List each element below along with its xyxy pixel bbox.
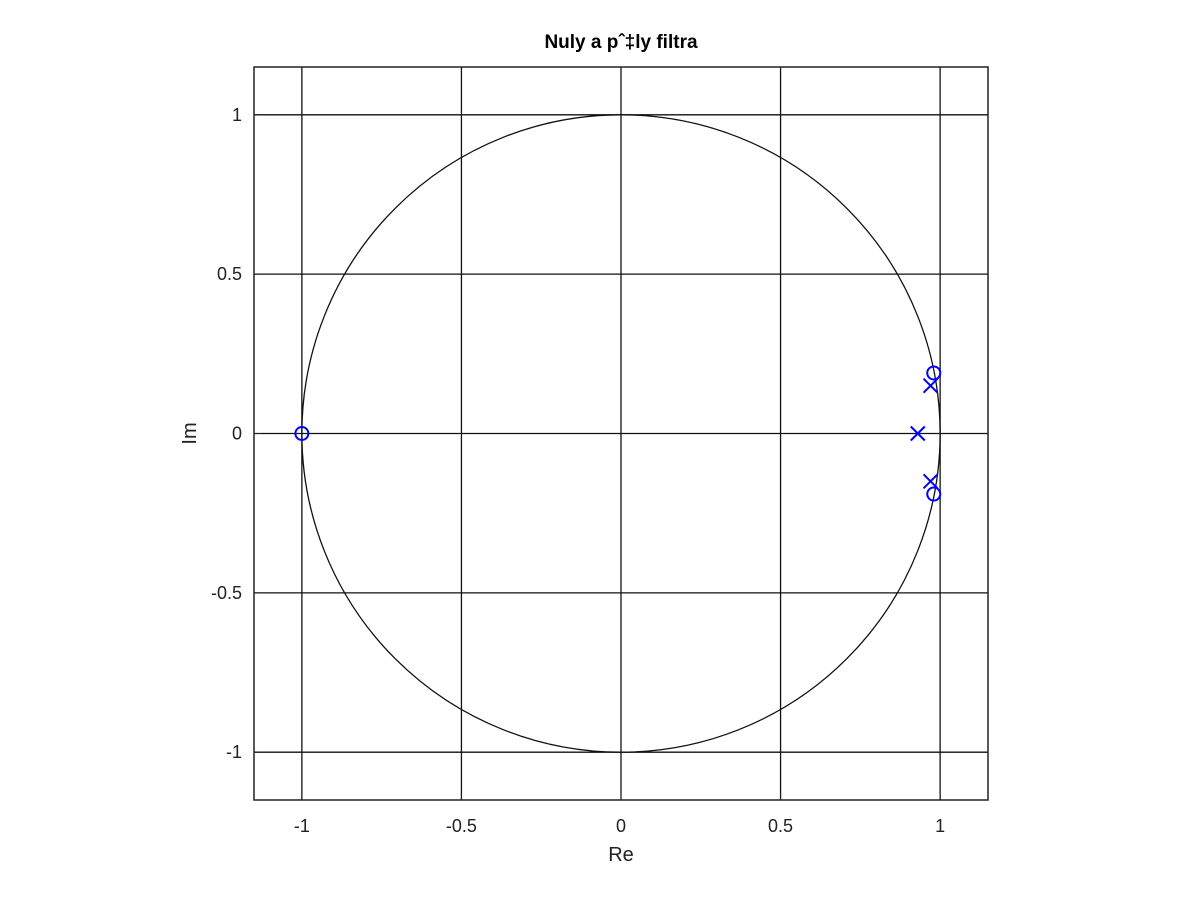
y-tick-label-1: -0.5 (211, 583, 242, 603)
pole-marker-1 (922, 377, 939, 394)
chart-title: Nuly a pˆ‡ly filtra (544, 32, 698, 53)
grid-layer (254, 67, 988, 800)
y-tick-label-3: 0.5 (217, 264, 242, 284)
x-axis-label: Re (608, 844, 634, 866)
zero-marker-1 (926, 365, 942, 381)
x-tick-label-4: 1 (935, 816, 945, 836)
y-tick-label-2: 0 (232, 424, 242, 444)
zero-marker-2 (926, 486, 942, 502)
y-axis-label: Im (179, 422, 201, 444)
marker-layer (294, 365, 942, 502)
pole-marker-0-stroke-b (910, 425, 926, 442)
tick-label-layer: -1 -0.5 0 0.5 1 -1 -0.5 0 0.5 1 (211, 105, 945, 836)
y-tick-label-0: -1 (226, 742, 242, 762)
x-tick-label-2: 0 (616, 816, 626, 836)
pole-marker-2-stroke-b (922, 473, 939, 490)
pole-marker-0 (910, 425, 926, 442)
unit-circle (301, 114, 941, 753)
y-tick-label-4: 1 (232, 105, 242, 125)
pole-marker-1-stroke-b (922, 377, 939, 394)
x-tick-label-0: -1 (294, 816, 310, 836)
x-tick-label-3: 0.5 (768, 816, 793, 836)
pole-marker-2 (922, 473, 939, 490)
unit-circle-layer (301, 114, 941, 753)
x-tick-label-1: -0.5 (446, 816, 477, 836)
plot-frame (253, 66, 989, 801)
zero-marker-0 (294, 426, 310, 441)
